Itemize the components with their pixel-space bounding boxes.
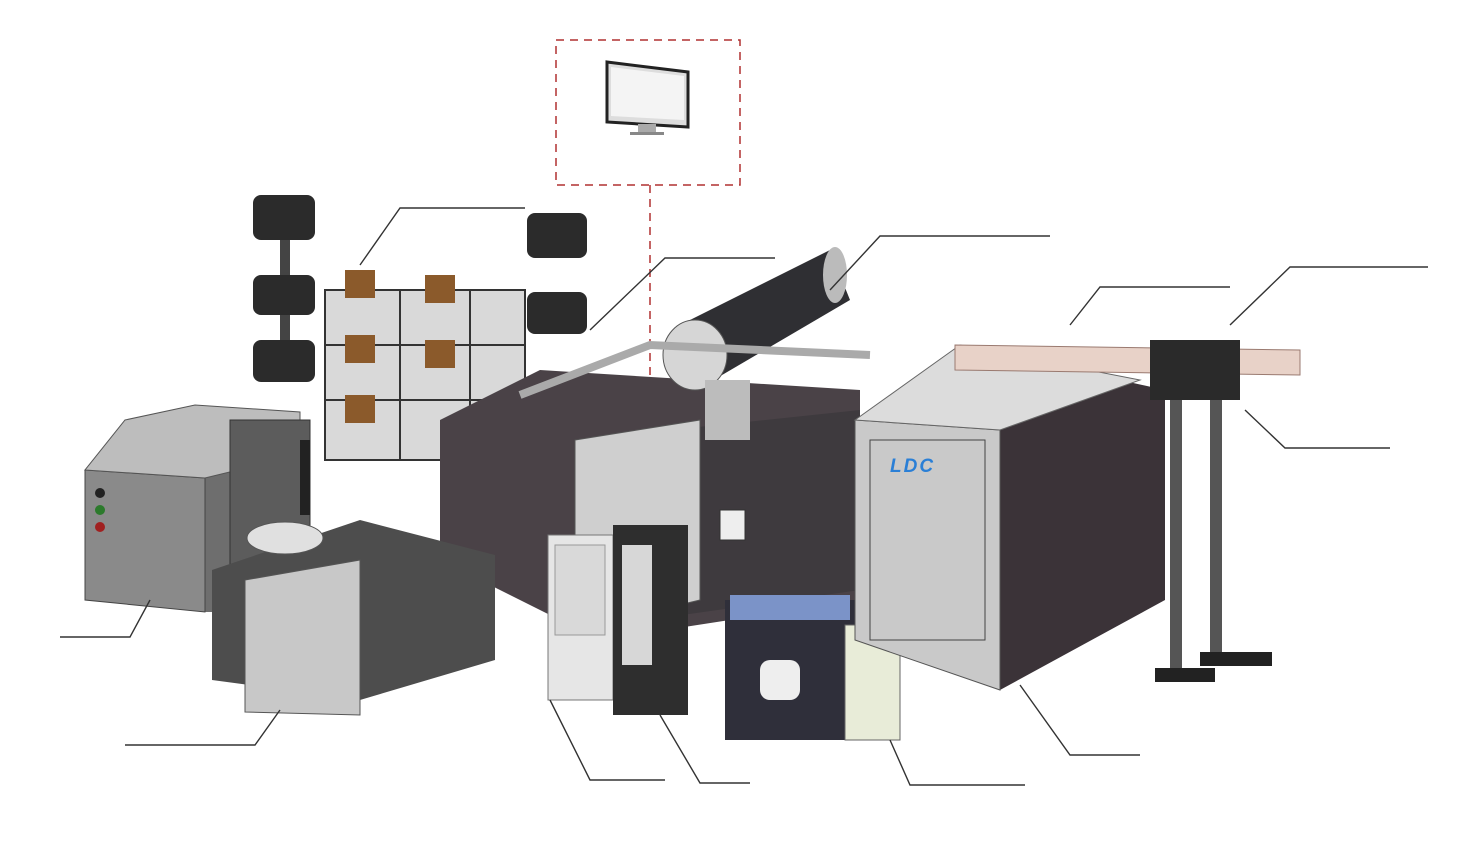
computer-monitor-icon [605, 60, 690, 135]
distribution-transformer [212, 440, 495, 716]
reactor-stack-left [253, 195, 315, 382]
callout-leader-lines [60, 207, 1428, 786]
ldc-cabinet [853, 344, 1165, 691]
conservator-tank [662, 247, 850, 391]
oil-cooling-unit [725, 595, 901, 741]
busbar-support [954, 340, 1301, 682]
reactor-stack-right [527, 213, 587, 334]
monitoring-station [555, 39, 741, 530]
cabinet-logo: LDC [890, 456, 936, 477]
control-panel [547, 534, 614, 701]
monitoring-rack [613, 525, 688, 715]
